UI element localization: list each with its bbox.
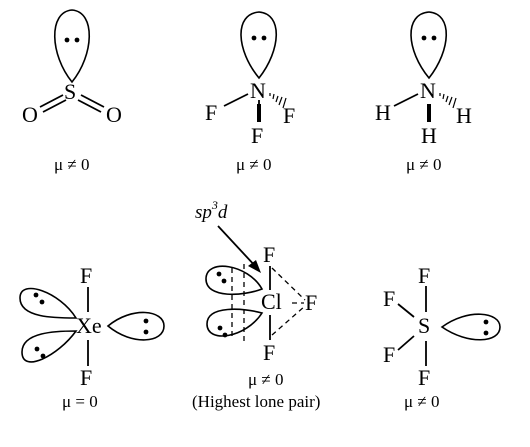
electron-dot [421,35,427,41]
so2-molecule: S O O μ ≠ 0 [22,9,122,174]
pointer-arrow [217,225,258,269]
arrow-head [248,260,261,273]
atom-oxygen: O [106,102,122,127]
nf3-molecule: N F F F μ ≠ 0 [205,11,295,174]
atom-nitrogen: N [420,78,436,103]
sf4-molecule: S F F F F μ ≠ 0 [383,263,501,411]
atom-fluorine: F [263,340,275,365]
dipole-label: μ ≠ 0 [406,155,441,174]
electron-dot [222,332,228,338]
dipole-label: μ ≠ 0 [248,370,283,389]
bond [397,335,415,351]
atom-fluorine: F [80,365,92,390]
double-bond [42,99,67,113]
electron-dot [39,299,45,305]
electron-dot [261,35,267,41]
lone-pair-lobe [440,313,501,341]
dipole-label: μ ≠ 0 [54,155,89,174]
atom-hydrogen: H [375,100,391,125]
atom-sulfur: S [64,79,76,104]
atom-fluorine: F [251,123,263,148]
lone-pair-lobe [21,330,78,363]
hybridization-label: sp3d [195,198,228,223]
lone-pair-lobe [106,311,165,341]
dashed-edge [271,305,306,336]
electron-dot [251,35,257,41]
lone-pair-lobe [240,11,278,80]
electron-dot [217,325,223,331]
lone-pair-lobe [205,265,264,296]
atom-fluorine: F [263,242,275,267]
double-bond [77,99,102,113]
atom-fluorine: F [205,100,217,125]
note-label: (Highest lone pair) [192,392,320,411]
xef2-molecule: Xe F F μ = 0 [19,263,165,411]
electron-dot [40,353,46,359]
electron-dot [64,37,70,43]
lone-pair-lobe [410,11,448,80]
dipole-label: μ ≠ 0 [236,155,271,174]
electron-dot [216,271,222,277]
atom-fluorine: F [383,342,395,367]
lone-pair-lobe [19,287,78,319]
nh3-molecule: N H H H μ ≠ 0 [375,11,472,174]
atom-hydrogen: H [456,103,472,128]
dashed-edge [271,267,306,301]
lone-pair-lobe [206,308,264,337]
bond [393,93,419,107]
atom-sulfur: S [418,313,430,338]
dipole-label: μ = 0 [62,392,98,411]
hashed-bond [269,93,287,109]
atom-chlorine: Cl [261,289,282,314]
electron-dot [221,278,227,284]
electron-dot [483,319,489,325]
bond [223,93,249,107]
electron-dot [483,330,489,336]
electron-dot [431,35,437,41]
atom-fluorine: F [383,286,395,311]
atom-fluorine: F [418,365,430,390]
atom-xenon: Xe [76,313,102,338]
atom-fluorine: F [80,263,92,288]
hashed-bond [439,93,457,109]
atom-hydrogen: H [421,123,437,148]
electron-dot [74,37,80,43]
double-bond [39,94,64,108]
atom-nitrogen: N [250,78,266,103]
electron-dot [143,318,149,324]
clf3-molecule: sp3d Cl F F F μ ≠ 0 (Highest lone pair) [192,198,320,411]
electron-dot [34,346,40,352]
atom-fluorine: F [305,290,317,315]
dipole-label: μ ≠ 0 [404,392,439,411]
lone-pair-lobe [54,9,90,84]
double-bond [80,94,105,108]
atom-fluorine: F [418,263,430,288]
electron-dot [33,292,39,298]
atom-oxygen: O [22,102,38,127]
atom-fluorine: F [283,103,295,128]
bond [397,303,415,318]
electron-dot [143,329,149,335]
